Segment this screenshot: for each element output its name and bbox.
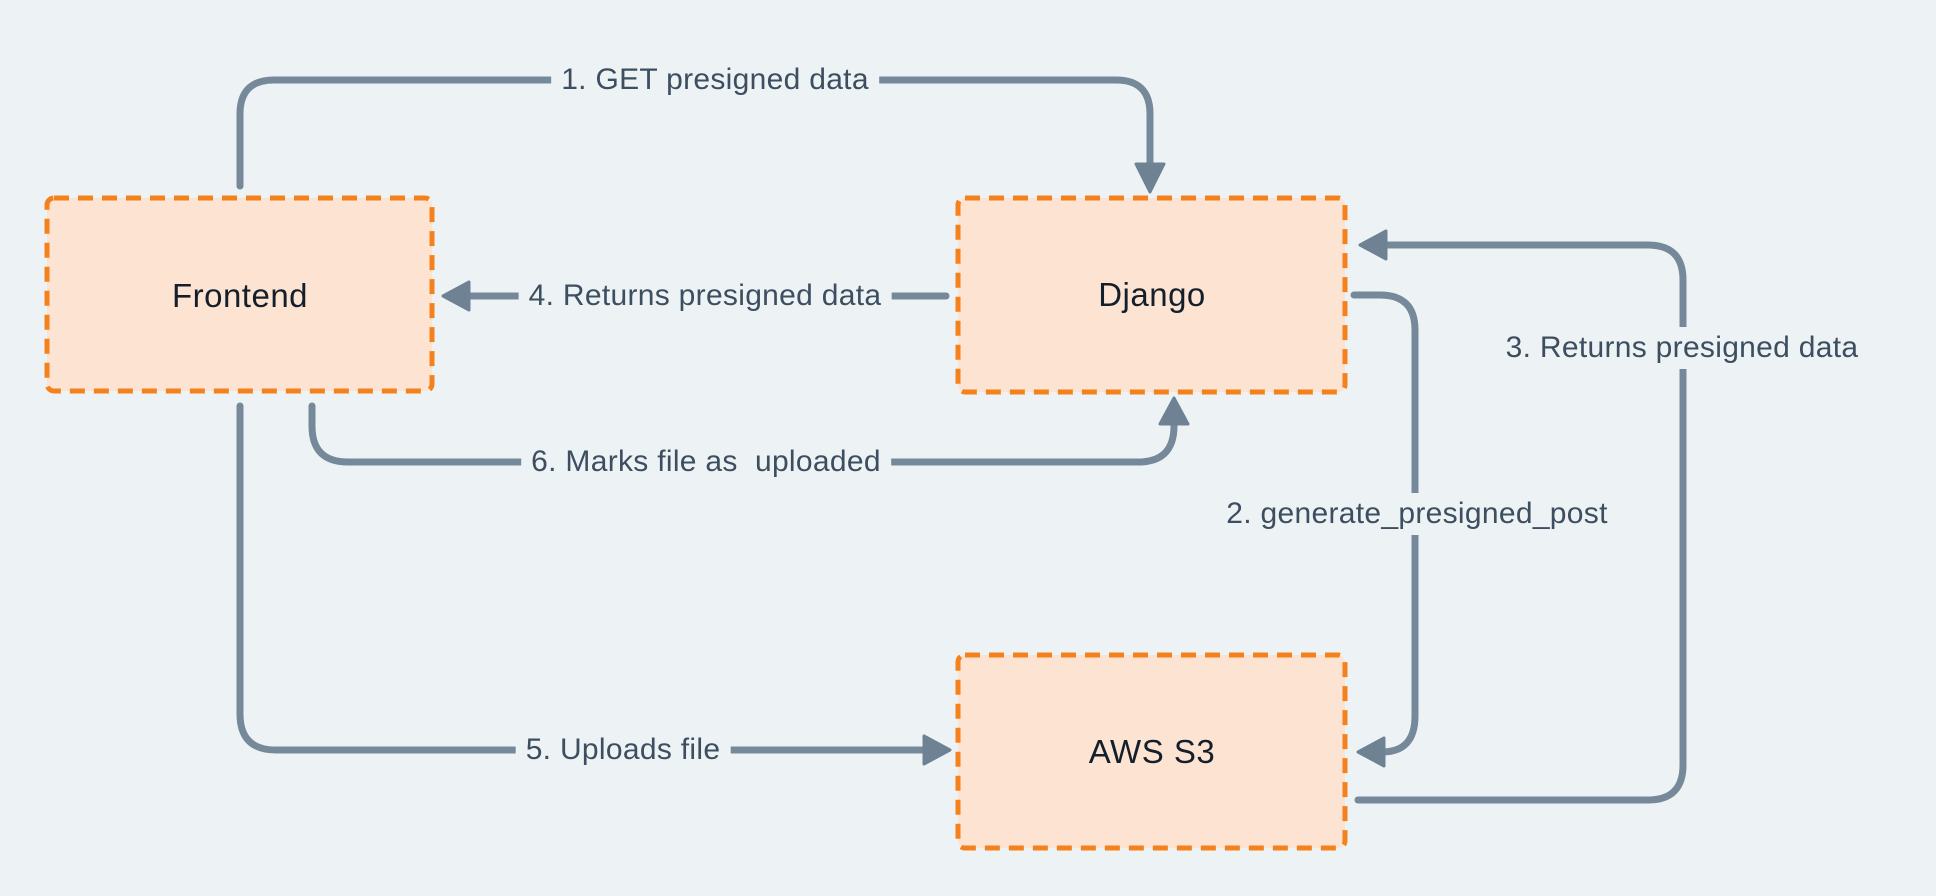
edge-5-label: 5. Uploads file <box>515 729 731 771</box>
frontend-node-box <box>44 195 435 394</box>
edge-5-path <box>236 402 930 754</box>
edge-2-path <box>1350 291 1419 756</box>
edge-2-arrowhead-icon <box>1356 736 1386 768</box>
frontend-node-label: Frontend <box>171 277 309 314</box>
edge-3-arrowhead-icon <box>1358 229 1388 261</box>
edge-3-path <box>1354 241 1687 804</box>
django-node-box <box>955 195 1348 395</box>
edge-6-arrowhead-icon <box>1158 396 1190 426</box>
edge-4-label: 4. Returns presigned data <box>518 275 892 317</box>
edge-3-label: 3. Returns presigned data <box>1495 327 1869 369</box>
edge-2-label: 2. generate_presigned_post <box>1216 493 1618 535</box>
edge-6-path <box>308 402 1178 466</box>
edge-4-arrowhead-icon <box>441 280 471 312</box>
aws-s3-node-label: AWS S3 <box>1088 733 1216 770</box>
edge-5-arrowhead-icon <box>922 734 952 766</box>
edge-1-label: 1. GET presigned data <box>551 59 879 101</box>
edge-6-label: 6. Marks file as uploaded <box>521 441 891 483</box>
edge-1-arrowhead-icon <box>1134 162 1166 194</box>
django-node-label: Django <box>1098 276 1206 313</box>
aws-s3-node-box <box>955 652 1348 851</box>
